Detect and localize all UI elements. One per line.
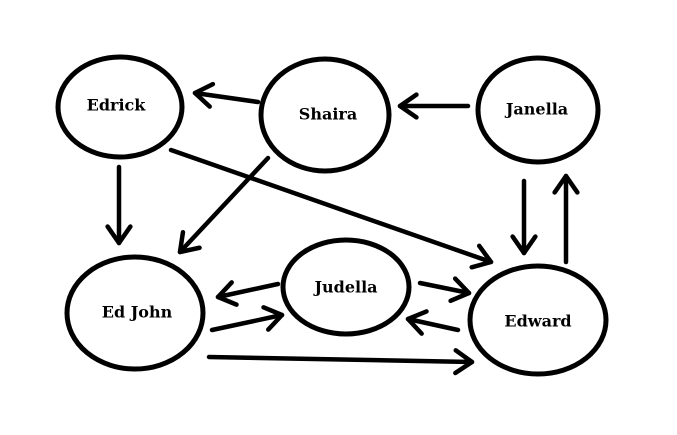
node-judella-shape (280, 237, 412, 337)
edge-shaira-to-edrick-arrowhead (192, 81, 216, 109)
edge-shaira-to-ed-john (177, 155, 271, 255)
edge-ed-john-to-edward (206, 348, 475, 376)
edge-shaira-to-ed-john-line (177, 155, 271, 255)
node-edrick-label: Edrick (87, 96, 147, 115)
node-ed-john: Ed John (64, 254, 206, 372)
edge-ed-john-to-edward-arrowhead (453, 348, 475, 376)
edge-shaira-to-edrick-line (192, 90, 261, 105)
edge-edward-to-judella-arrowhead (405, 309, 429, 336)
nodes-layer: Edrick Shaira Janella Ed John Judella Ed… (55, 54, 609, 377)
node-judella: Judella (280, 237, 412, 337)
edge-judella-to-edward (417, 276, 472, 304)
edge-judella-to-edward-arrowhead (448, 276, 472, 304)
edge-edrick-to-ed-john (105, 164, 133, 246)
edge-edward-to-judella-line (405, 316, 461, 333)
edge-ed-john-to-judella-arrowhead (261, 305, 285, 332)
node-ed-john-shape (64, 254, 206, 372)
edge-edward-to-janella (552, 173, 580, 265)
edge-ed-john-to-judella-line (209, 312, 285, 333)
node-shaira-shape (258, 56, 392, 174)
edge-ed-john-to-judella (209, 305, 285, 333)
node-judella-label: Judella (312, 278, 377, 297)
edge-janella-to-edward (510, 178, 538, 256)
node-shaira: Shaira (258, 56, 392, 174)
edge-edrick-to-edward-line (168, 147, 494, 265)
node-edward-shape (467, 263, 609, 377)
node-edrick-shape (55, 54, 185, 160)
node-edrick: Edrick (55, 54, 185, 160)
edge-ed-john-to-edward-line (206, 354, 475, 365)
edge-judella-to-edward-line (417, 280, 472, 296)
edge-judella-to-ed-john-line (215, 281, 281, 300)
edge-shaira-to-ed-john-arrowhead (177, 229, 202, 255)
node-ed-john-label: Ed John (102, 303, 173, 322)
edge-judella-to-ed-john (215, 280, 281, 307)
node-shaira-label: Shaira (299, 105, 357, 124)
edge-edrick-to-ed-john-arrowhead (105, 224, 133, 246)
edge-edrick-to-edward (168, 147, 494, 270)
edge-edrick-to-edward-arrowhead (469, 243, 494, 270)
edge-judella-to-ed-john-arrowhead (215, 280, 239, 307)
node-janella-label: Janella (504, 100, 568, 119)
edge-shaira-to-edrick (192, 81, 261, 109)
edges-layer (105, 81, 580, 376)
edge-janella-to-shaira-arrowhead (397, 92, 419, 120)
edge-edward-to-judella (405, 309, 461, 336)
node-janella-shape (475, 55, 601, 165)
node-edward-label: Edward (504, 312, 571, 331)
edge-janella-to-edward-arrowhead (510, 234, 538, 256)
edge-janella-to-shaira (397, 92, 471, 120)
node-janella: Janella (475, 55, 601, 165)
edge-edward-to-janella-arrowhead (552, 173, 580, 195)
node-edward: Edward (467, 263, 609, 377)
